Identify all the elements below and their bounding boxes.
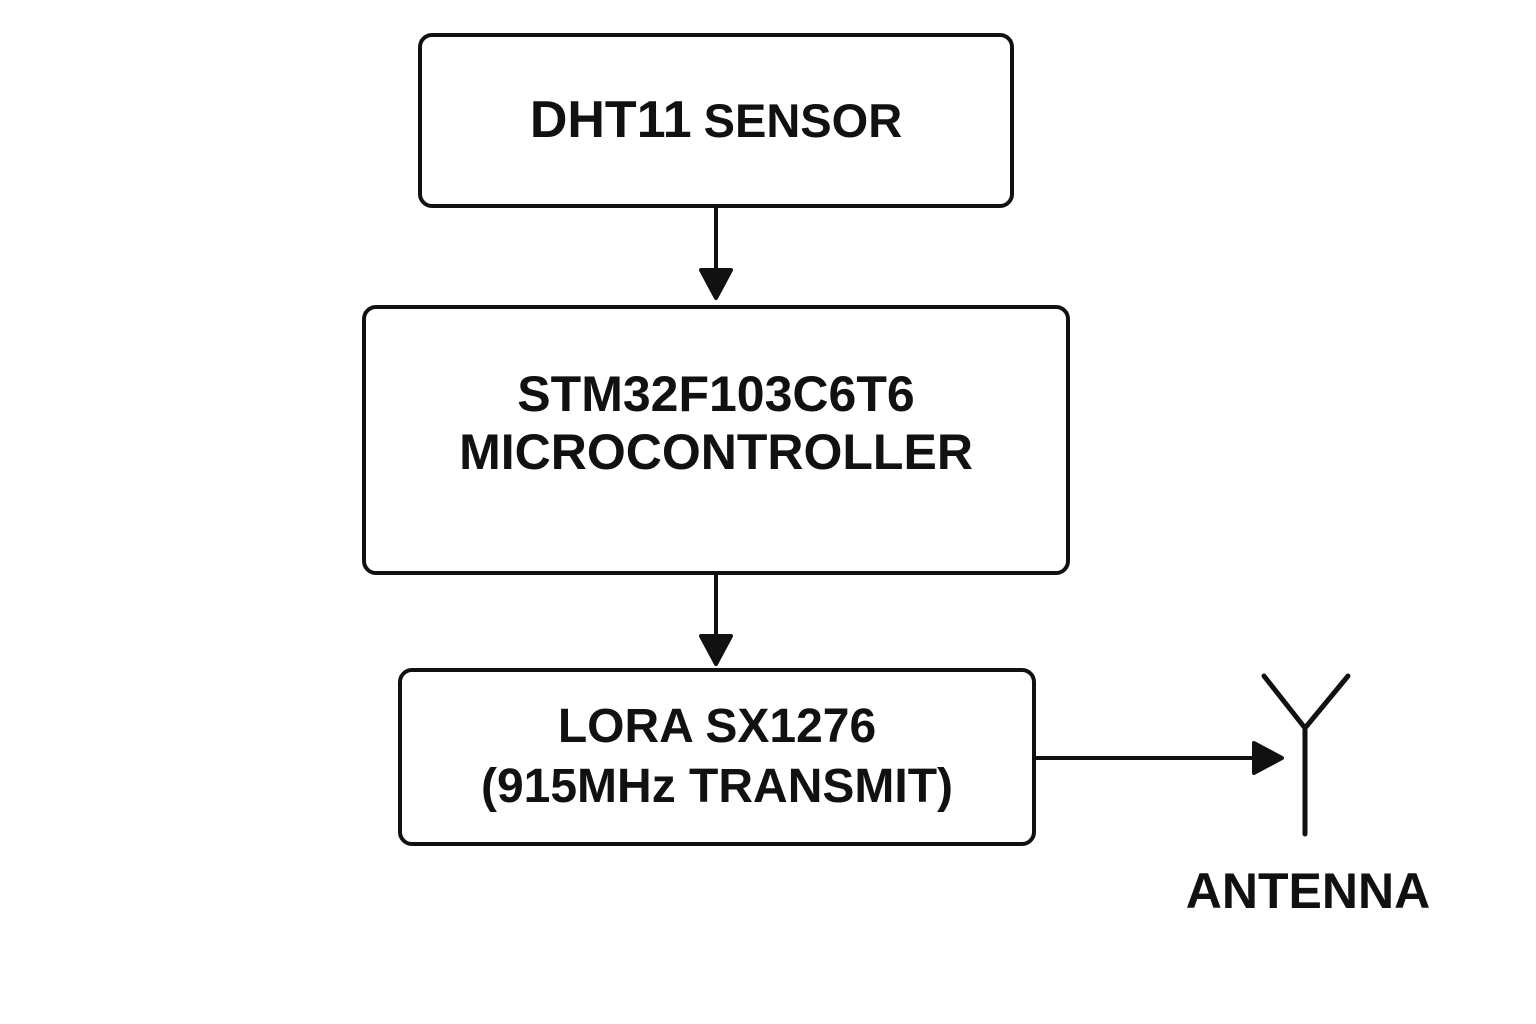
antenna-icon [1261,673,1351,837]
mcu-model-text: STM32F103C6T6 [517,366,915,422]
microcontroller-block: STM32F103C6T6 MICROCONTROLLER [362,305,1070,575]
lora-model-text: LORA SX1276 [557,700,877,753]
lora-transmitter-block: LORA SX1276 (915MHz TRANSMIT) [398,668,1036,846]
arrow-mcu-to-lora [699,573,733,666]
arrow-lora-to-antenna [1034,741,1284,775]
mcu-type-text: MICROCONTROLLER [459,424,973,480]
lora-frequency-text: (915MHz TRANSMIT) [480,760,953,813]
antenna-label: ANTENNA [1185,863,1431,919]
sensor-type-text: SENSOR [703,93,903,147]
sensor-model-text: DHT11 [529,90,692,149]
arrow-sensor-to-mcu [699,206,733,300]
